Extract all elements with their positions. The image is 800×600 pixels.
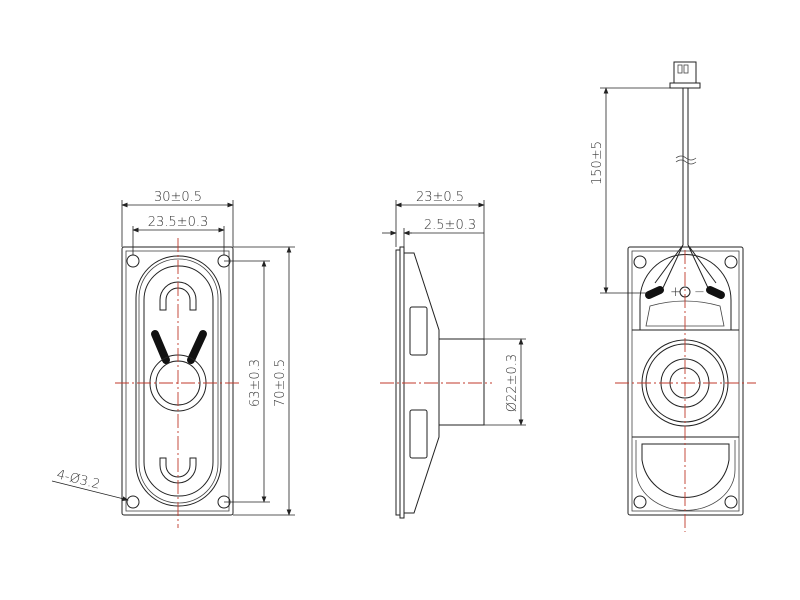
mounting-hole: [724, 255, 738, 269]
dim-flange-thickness: 2.5±0.3: [424, 218, 476, 233]
hole-note: 4-Ø3.2: [55, 467, 102, 492]
dim-wire-length: 150±5: [590, 141, 605, 185]
mounting-hole: [633, 495, 647, 509]
mounting-hole: [724, 495, 738, 509]
dim-depth-total: 23±0.5: [416, 190, 464, 205]
dim-width-holes: 23.5±0.3: [148, 215, 209, 230]
dim-height-outer: 70±0.5: [273, 359, 288, 407]
dim-width-outer: 30±0.5: [154, 190, 202, 205]
side-view: 23±0.5 2.5±0.3 Ø22±0.3: [380, 190, 526, 519]
mounting-hole: [633, 255, 647, 269]
terminal-positive: +: [670, 285, 681, 300]
front-view: 30±0.5 23.5±0.3 63±0.3 70±0.5 4-Ø3.2: [51, 190, 295, 528]
back-view: + − 150±5: [590, 61, 756, 532]
mounting-hole: [126, 254, 140, 268]
mounting-hole: [126, 495, 140, 509]
dim-height-holes: 63±0.3: [248, 359, 263, 407]
terminal-negative: −: [694, 285, 705, 300]
dim-magnet-diameter: Ø22±0.3: [505, 354, 520, 412]
